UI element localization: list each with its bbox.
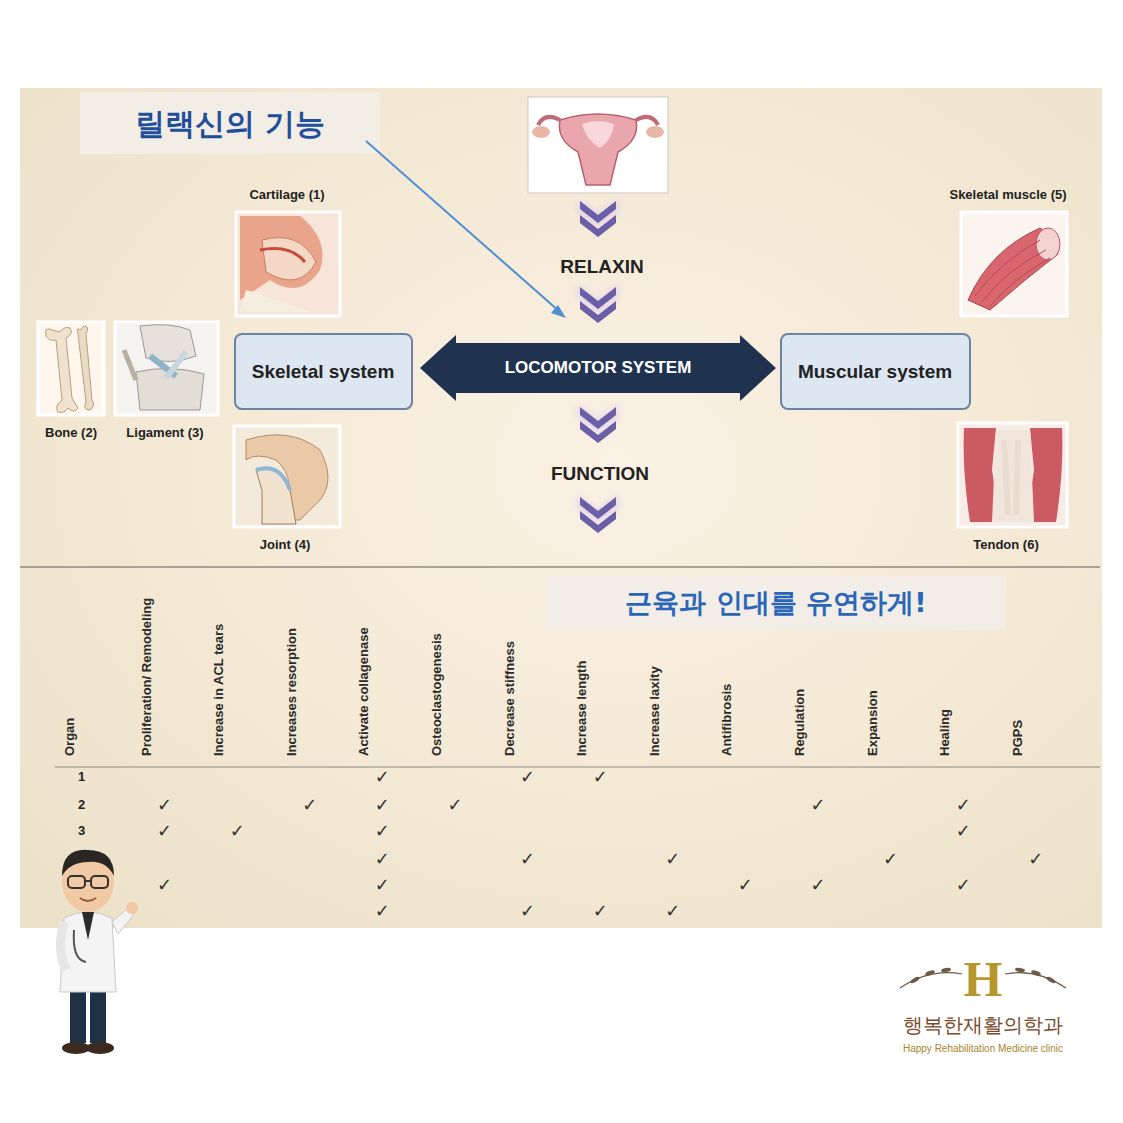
part-name: Joint (4) bbox=[260, 537, 311, 552]
node-text: LOCOMOTOR SYSTEM bbox=[505, 357, 692, 380]
column-header: Increase laxity bbox=[647, 666, 663, 756]
callout-box: 근육과 인대를 유연하게! bbox=[546, 576, 1006, 630]
check-mark: ✓ bbox=[593, 900, 608, 921]
stage-label: FUNCTION bbox=[551, 463, 649, 485]
part-name: Ligament (3) bbox=[126, 425, 203, 440]
check-mark: ✓ bbox=[230, 820, 245, 841]
check-mark: ✓ bbox=[665, 900, 680, 921]
check-mark: ✓ bbox=[810, 794, 825, 815]
column-header: Organ bbox=[62, 718, 78, 756]
check-mark: ✓ bbox=[738, 874, 753, 895]
check-mark: ✓ bbox=[665, 848, 680, 869]
column-header: Antifibrosis bbox=[719, 684, 735, 756]
check-mark: ✓ bbox=[302, 794, 317, 815]
system-box: Muscular system bbox=[780, 333, 971, 410]
check-mark: ✓ bbox=[375, 900, 390, 921]
column-header: Healing bbox=[937, 709, 953, 756]
check-mark: ✓ bbox=[883, 848, 898, 869]
check-mark: ✓ bbox=[375, 794, 390, 815]
part-name: Bone (2) bbox=[45, 425, 97, 440]
column-header: Expansion bbox=[865, 690, 881, 756]
column-header: Activate collagenase bbox=[356, 627, 372, 756]
node-text: Skeletal system bbox=[252, 359, 395, 385]
column-header: Osteoclastogenesis bbox=[429, 633, 445, 756]
check-mark: ✓ bbox=[157, 794, 172, 815]
check-mark: ✓ bbox=[375, 766, 390, 787]
system-box: Skeletal system bbox=[234, 333, 413, 410]
check-mark: ✓ bbox=[956, 874, 971, 895]
beige-panel bbox=[20, 88, 1102, 928]
check-mark: ✓ bbox=[157, 874, 172, 895]
row-number: 2 bbox=[78, 797, 85, 812]
check-mark: ✓ bbox=[520, 900, 535, 921]
part-name: Skeletal muscle (5) bbox=[949, 187, 1066, 202]
title: 릴랙신의 기능 bbox=[135, 104, 325, 145]
column-header: Regulation bbox=[792, 689, 808, 756]
row-number: 3 bbox=[78, 823, 85, 838]
column-header: Decrease stiffness bbox=[502, 641, 518, 756]
check-mark: ✓ bbox=[375, 874, 390, 895]
check-mark: ✓ bbox=[810, 874, 825, 895]
stage-label: RELAXIN bbox=[560, 256, 643, 278]
column-header: PGPS bbox=[1010, 720, 1026, 756]
logo-subtitle: Happy Rehabilitation Medicine clinic bbox=[903, 1043, 1063, 1054]
column-header: Increase length bbox=[574, 661, 590, 756]
check-mark: ✓ bbox=[447, 794, 462, 815]
column-header: Increases resorption bbox=[284, 628, 300, 756]
logo-letter: H bbox=[964, 950, 1003, 1008]
row-number: 1 bbox=[78, 769, 85, 784]
check-mark: ✓ bbox=[375, 820, 390, 841]
part-name: Tendon (6) bbox=[973, 537, 1038, 552]
banner-arrow: LOCOMOTOR SYSTEM bbox=[420, 335, 776, 401]
column-header: Proliferation/ Remodeling bbox=[139, 598, 155, 756]
check-mark: ✓ bbox=[520, 848, 535, 869]
logo-name: 행복한재활의학과 bbox=[903, 1012, 1063, 1039]
node-text: Muscular system bbox=[798, 359, 952, 385]
doctor-figure bbox=[60, 850, 138, 1054]
check-mark: ✓ bbox=[956, 794, 971, 815]
column-header: Increase in ACL tears bbox=[211, 624, 227, 756]
check-mark: ✓ bbox=[157, 820, 172, 841]
node-text: 근육과 인대를 유연하게! bbox=[625, 585, 926, 621]
check-mark: ✓ bbox=[956, 820, 971, 841]
check-mark: ✓ bbox=[520, 766, 535, 787]
check-mark: ✓ bbox=[593, 766, 608, 787]
part-name: Cartilage (1) bbox=[249, 187, 324, 202]
check-mark: ✓ bbox=[375, 848, 390, 869]
check-mark: ✓ bbox=[1028, 848, 1043, 869]
